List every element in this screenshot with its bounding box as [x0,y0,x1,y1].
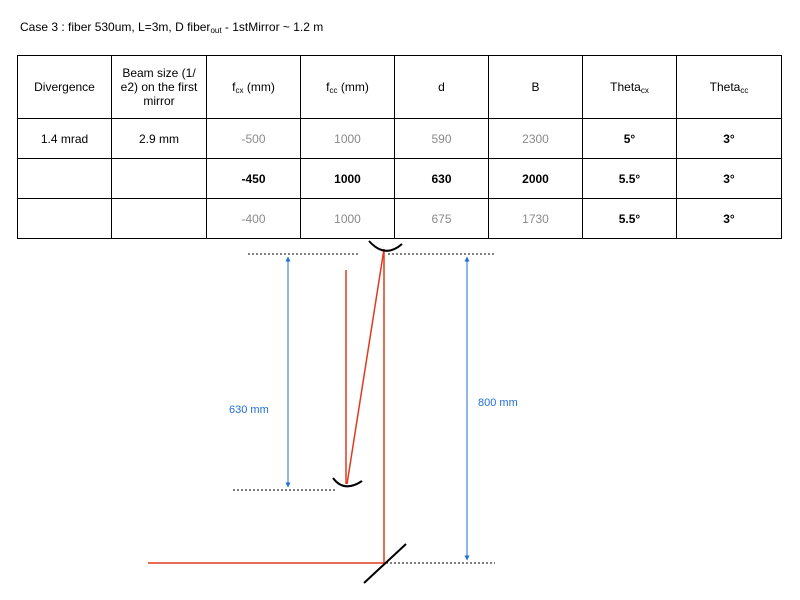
cell-b: 2000 [488,158,583,199]
beam-diagonal-return [346,248,385,485]
cell-fcx: -500 [206,118,301,159]
cell-thetacc: 3° [676,158,782,199]
cell-thetacc: 3° [676,198,782,239]
cell-fcc: 1000 [300,118,395,159]
cell-divergence: 1.4 mrad [17,118,112,159]
table-header-row: Divergence Beam size (1/ e2) on the firs… [17,55,782,119]
cell-fcc: 1000 [300,158,395,199]
header-beam-size: Beam size (1/ e2) on the first mirror [111,55,207,119]
cell-thetacc: 3° [676,118,782,159]
cell-thetacx: 5° [582,118,677,159]
cell-fcc: 1000 [300,198,395,239]
header-d: d [394,55,489,119]
cell-fcx: -450 [206,158,301,199]
dimension-label-800: 800 mm [478,397,518,409]
cell-thetacx: 5.5° [582,198,677,239]
parameters-table: Divergence Beam size (1/ e2) on the firs… [17,55,782,239]
dimension-label-630: 630 mm [229,404,269,416]
table-row: -400 1000 675 1730 5.5° 3° [17,198,782,239]
header-fcx: fcx (mm) [206,55,301,119]
cell-b: 1730 [488,198,583,239]
table-row: -450 1000 630 2000 5.5° 3° [17,158,782,199]
cell-b: 2300 [488,118,583,159]
flat-mirror [363,543,407,584]
header-thetacc: Thetacc [676,55,782,119]
table-row: 1.4 mrad 2.9 mm -500 1000 590 2300 5° 3° [17,118,782,159]
concave-mirror-top [368,240,403,252]
header-thetacx: Thetacx [582,55,677,119]
cell-d: 675 [394,198,489,239]
cell-thetacx: 5.5° [582,158,677,199]
convex-mirror-bottom [332,477,363,488]
cell-fcx: -400 [206,198,301,239]
case-title: Case 3 : fiber 530um, L=3m, D fiberout -… [20,20,324,35]
cell-d: 590 [394,118,489,159]
